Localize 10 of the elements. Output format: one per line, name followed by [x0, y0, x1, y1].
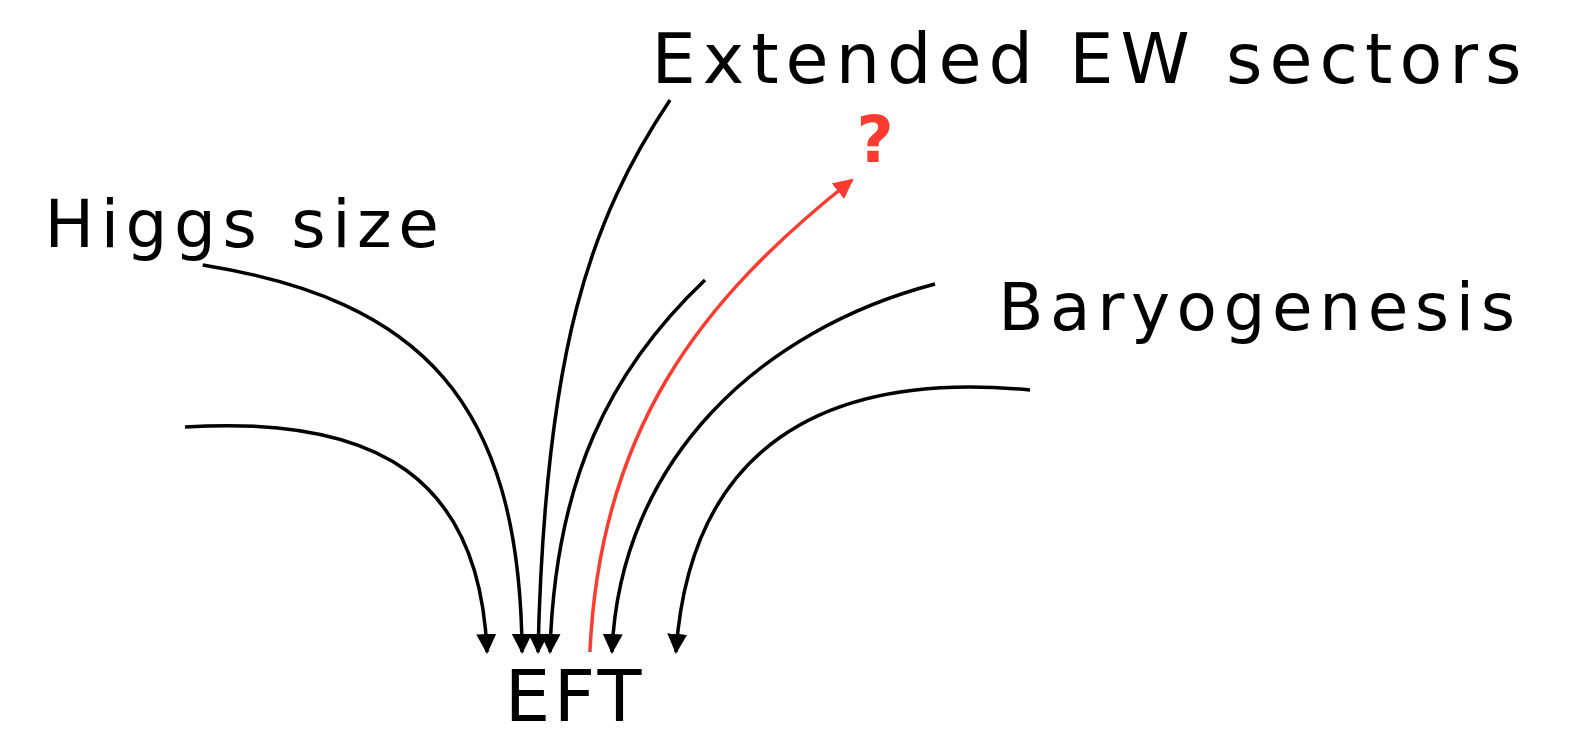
arrow: [588, 178, 854, 653]
arrow: [668, 385, 1031, 654]
node-label: ?: [856, 108, 894, 172]
node-label: Extended EW sectors: [651, 24, 1529, 94]
arrow: [184, 423, 496, 654]
node-label: EFT: [504, 660, 646, 732]
arrow: [603, 282, 936, 654]
arrow: [202, 263, 532, 654]
arrow: [541, 278, 707, 654]
arrow: [528, 99, 672, 654]
